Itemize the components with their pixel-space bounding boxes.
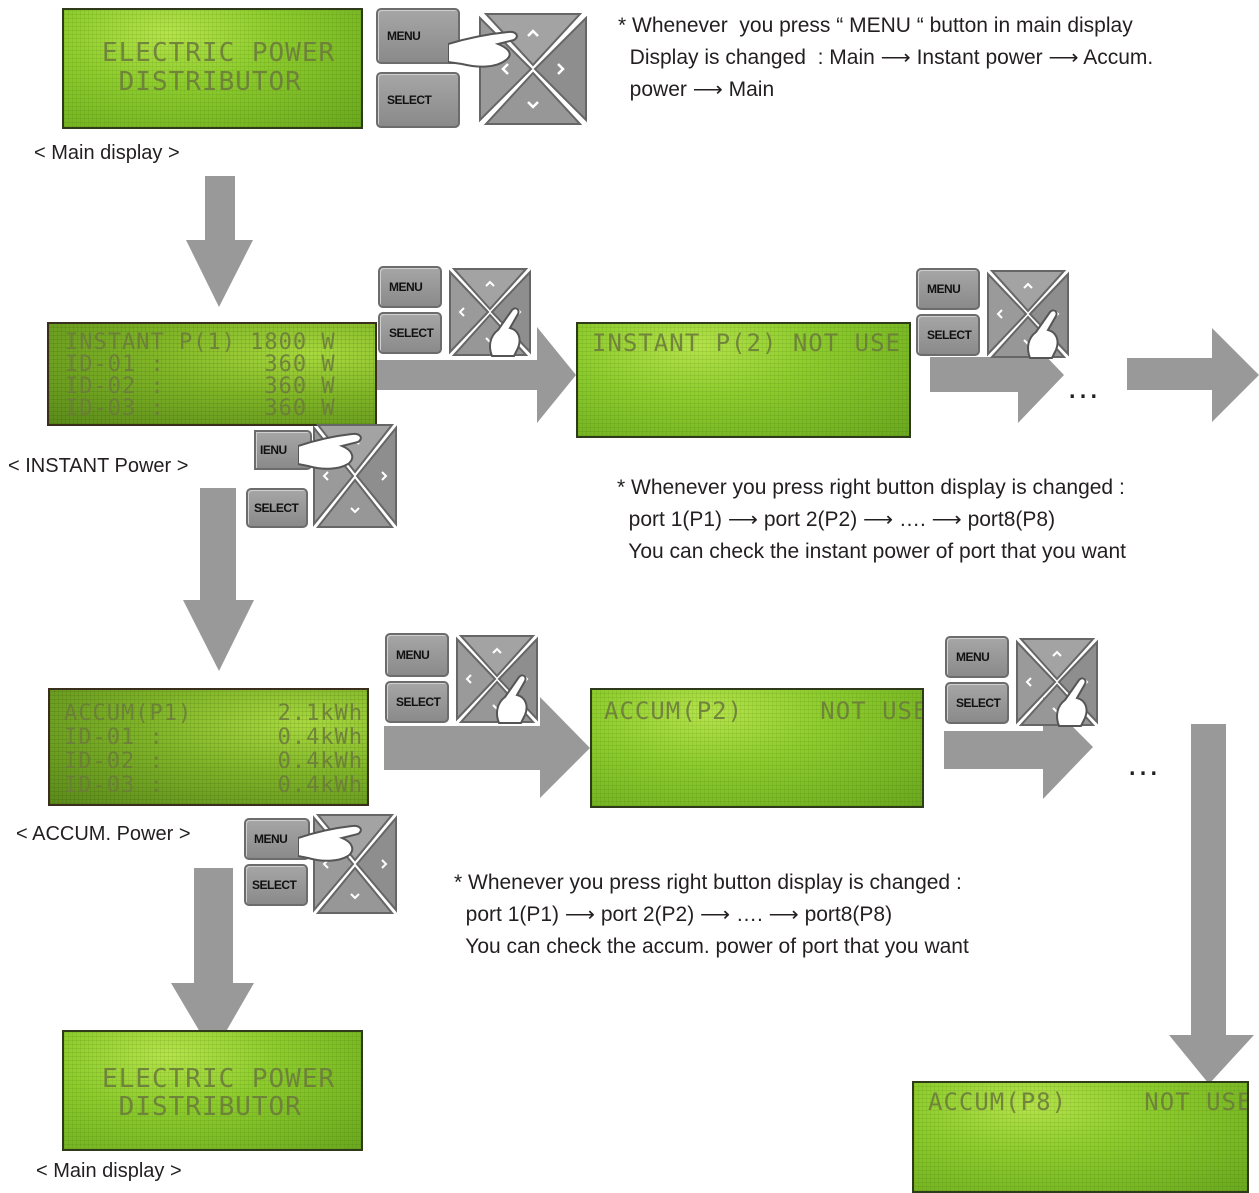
flow-arrow-down-2	[183, 488, 254, 671]
pointing-hand-icon	[298, 824, 362, 862]
keypad-accum: MENU SELECT	[385, 633, 545, 729]
select-button-label: SELECT	[396, 695, 441, 709]
lcd-line-1: ELECTRIC POWER	[102, 38, 336, 68]
flow-arrow-down-4	[171, 868, 254, 1054]
note-instant-right-button: * Whenever you press right button displa…	[617, 476, 1126, 563]
dpad-icon[interactable]	[1015, 636, 1099, 728]
dpad-icon[interactable]	[455, 633, 539, 725]
pointing-hand-icon	[1056, 677, 1088, 727]
menu-button-label: MENU	[389, 280, 423, 294]
lcd-main-display-bottom: ELECTRIC POWER DISTRIBUTOR	[62, 1030, 363, 1151]
pointing-hand-icon	[489, 307, 521, 357]
lcd-line-2: DISTRIBUTOR	[102, 67, 302, 97]
menu-button[interactable]: MENU	[916, 268, 980, 310]
lcd-line-1: ACCUM(P8) NOT USE	[928, 1088, 1249, 1116]
lcd-line-1: ACCUM(P1) 2.1kWh	[64, 701, 364, 726]
select-button[interactable]: SELECT	[244, 864, 308, 906]
lcd-instant-p1: INSTANT P(1) 1800 W ID-01 : 360 W ID-02 …	[47, 322, 377, 426]
lcd-accum-p1: ACCUM(P1) 2.1kWh ID-01 : 0.4kWh ID-02 : …	[48, 688, 369, 806]
menu-button-label: IENU	[260, 443, 287, 457]
lcd-line-2: ID-01 : 360 W	[65, 352, 336, 377]
keypad-top: MENU SELECT	[376, 8, 596, 130]
lcd-line-2: DISTRIBUTOR	[102, 1092, 302, 1122]
select-button[interactable]: SELECT	[378, 312, 442, 354]
keypad-instant: MENU SELECT	[378, 266, 538, 362]
lcd-line-1: INSTANT P(1) 1800 W	[65, 330, 336, 355]
lcd-line-4: ID-03 : 0.4kWh	[64, 773, 364, 798]
flow-arrow-down-3	[1169, 724, 1254, 1084]
flow-arrow-right-1	[377, 327, 576, 423]
flow-arrow-right-3	[1127, 328, 1259, 422]
menu-button-label: MENU	[254, 832, 288, 846]
select-button[interactable]: SELECT	[246, 488, 308, 528]
lcd-line-1: ELECTRIC POWER	[102, 1064, 336, 1094]
select-button-label: SELECT	[956, 696, 1001, 710]
pointing-hand-icon	[448, 30, 518, 68]
select-button[interactable]: SELECT	[376, 72, 460, 128]
menu-button-label: MENU	[927, 282, 961, 296]
lcd-line-1: INSTANT P(2) NOT USE	[592, 329, 901, 357]
dpad-right	[533, 15, 587, 123]
ellipsis-accum: …	[1126, 745, 1164, 783]
lcd-accum-p2: ACCUM(P2) NOT USE	[590, 688, 924, 808]
keypad-instant-right: MENU SELECT	[916, 268, 1076, 364]
note-accum-right-button: * Whenever you press right button displa…	[454, 871, 969, 958]
dpad-icon[interactable]	[448, 266, 532, 358]
flow-arrow-right-4	[384, 697, 590, 798]
menu-button[interactable]: MENU	[385, 633, 449, 677]
select-button-label: SELECT	[254, 501, 299, 515]
keypad-accum-menu: MENU SELECT	[244, 808, 400, 918]
menu-button[interactable]: MENU	[378, 266, 442, 308]
lcd-line-3: ID-02 : 0.4kWh	[64, 749, 364, 774]
lcd-line-1: ACCUM(P2) NOT USE	[604, 697, 924, 725]
lcd-instant-p2: INSTANT P(2) NOT USE	[576, 322, 911, 438]
dpad-down	[483, 71, 583, 125]
pointing-hand-icon	[496, 674, 528, 724]
label-accum-power: < ACCUM. Power >	[16, 823, 191, 845]
select-button[interactable]: SELECT	[385, 681, 449, 723]
pointing-hand-icon	[298, 432, 362, 470]
select-button-label: SELECT	[927, 328, 972, 342]
keypad-accum-right: MENU SELECT	[945, 636, 1105, 732]
label-main-display-bottom: < Main display >	[36, 1160, 182, 1182]
menu-button[interactable]: MENU	[376, 8, 460, 64]
pointing-hand-icon	[1027, 309, 1059, 359]
dpad-icon[interactable]	[312, 812, 398, 916]
lcd-line-4: ID-03 : 360 W	[65, 396, 336, 421]
menu-button[interactable]: MENU	[945, 636, 1009, 678]
keypad-instant-menu: IENU SELECT	[246, 418, 400, 532]
ellipsis-instant: …	[1066, 368, 1104, 406]
flow-arrow-down-1	[186, 176, 253, 307]
lcd-line-3: ID-02 : 360 W	[65, 374, 336, 399]
select-button[interactable]: SELECT	[945, 682, 1009, 724]
select-button-label: SELECT	[387, 93, 432, 107]
lcd-line-2: ID-01 : 0.4kWh	[64, 725, 364, 750]
menu-button-label: MENU	[387, 29, 421, 43]
dpad-icon[interactable]	[986, 268, 1070, 360]
note-menu-button: * Whenever you press “ MENU “ button in …	[618, 14, 1154, 101]
label-instant-power: < INSTANT Power >	[8, 455, 189, 477]
select-button-label: SELECT	[389, 326, 434, 340]
select-button[interactable]: SELECT	[916, 314, 980, 356]
lcd-accum-p8: ACCUM(P8) NOT USE	[912, 1081, 1249, 1193]
label-main-display-top: < Main display >	[34, 142, 180, 164]
menu-button-label: MENU	[956, 650, 990, 664]
lcd-main-display-top: ELECTRIC POWER DISTRIBUTOR	[62, 8, 363, 129]
select-button-label: SELECT	[252, 878, 297, 892]
menu-button-label: MENU	[396, 648, 430, 662]
